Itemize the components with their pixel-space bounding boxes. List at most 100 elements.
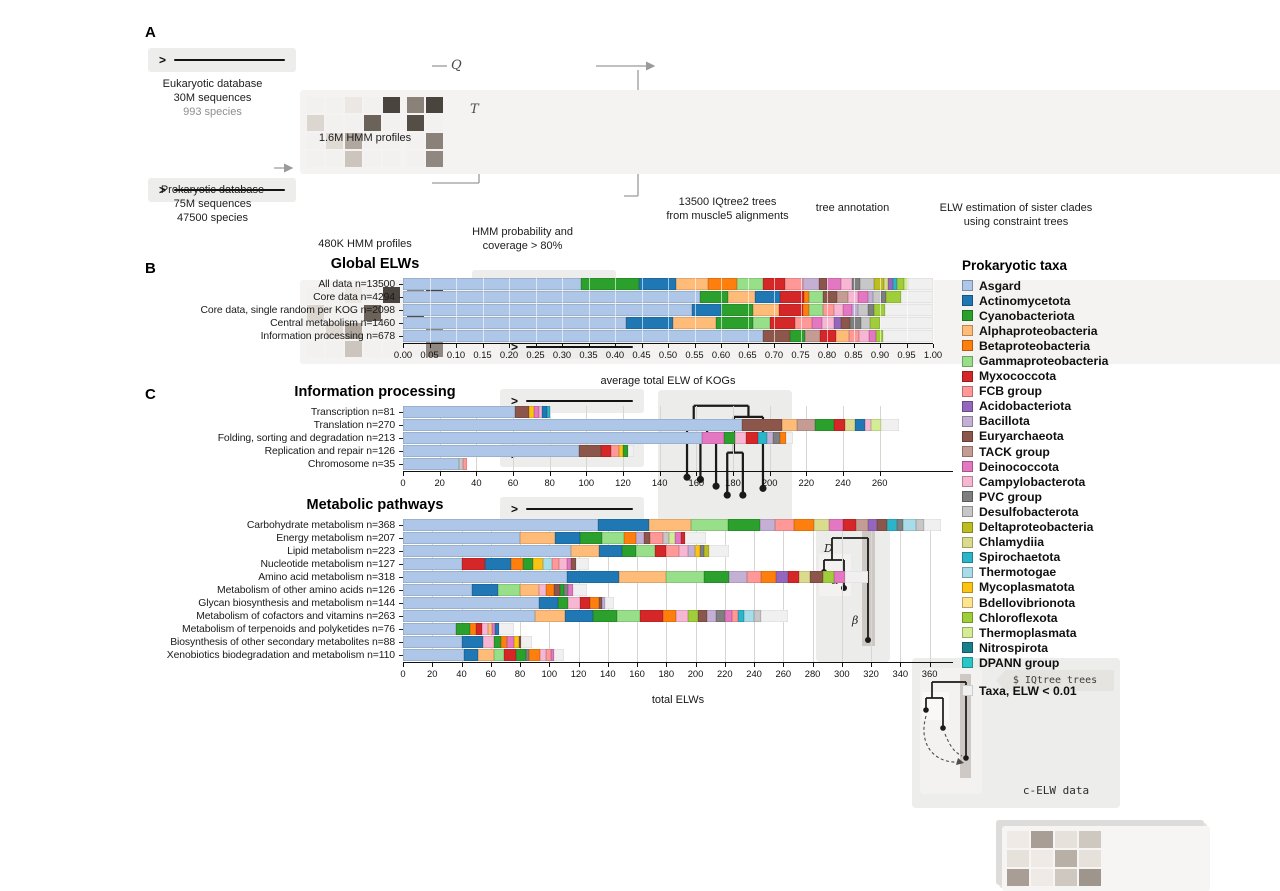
bar-segment-pvc-group (897, 519, 904, 531)
legend-item-bacillota: Bacillota (962, 414, 1152, 429)
bar-segment-alphaproteobacteria (782, 419, 798, 431)
bar-segment-alphaproteobacteria (571, 545, 599, 557)
x-tick-label: 0.00 (393, 349, 413, 360)
bar-segment-myxococcota (779, 304, 804, 316)
bar-row-metabolism-of-terpenoids-and-polyketides-n-76 (403, 623, 953, 636)
bar-segment-asgard (403, 458, 459, 470)
bar-segment-alphaproteobacteria (728, 291, 755, 303)
x-tick-label: 0.25 (526, 349, 545, 360)
bar-row-information-processing-n-678 (403, 330, 933, 343)
bar-segment-deltaproteobacteria (873, 278, 884, 290)
bar-segment-asgard (403, 532, 521, 544)
x-tick-label: 220 (798, 477, 815, 488)
sequence-line-icon (174, 189, 285, 191)
bar-segment-tack-group (856, 519, 869, 531)
bar-segment-alphaproteobacteria (487, 623, 493, 635)
x-tick-label: 0 (400, 668, 406, 679)
bar-segment-alphaproteobacteria (673, 317, 716, 329)
bar-segment-deinococcota (811, 317, 823, 329)
bar-segment-deinococcota (566, 558, 572, 570)
bar-segment-campylobacterota (676, 610, 689, 622)
legend-item-bdellovibrionota: Bdellovibrionota (962, 595, 1152, 610)
bar-segment-alphaproteobacteria (520, 584, 540, 596)
chart-title: Information processing (294, 384, 456, 400)
legend-swatch-deinococcota (962, 461, 973, 473)
bar-segment-chlamydiia (844, 419, 855, 431)
celw-heatmap-icon (1002, 826, 1210, 891)
bar-segment-taxa-elw-0-01 (882, 330, 933, 342)
x-tick-label: 220 (716, 668, 733, 679)
row-label: Biosynthesis of other secondary metaboli… (145, 636, 403, 649)
bar-segment-desulfobacterota (873, 291, 881, 303)
bar-segment-tack-group (804, 330, 821, 342)
bar-segment-actinomycetota (691, 304, 721, 316)
bar-segment-pvc-group (867, 304, 875, 316)
legend-swatch-bacillota (962, 415, 973, 427)
bar-segment-bacillota (759, 519, 775, 531)
bar-segment-mycoplasmatota (695, 545, 700, 557)
bar-segment-actinomycetota (495, 623, 500, 635)
row-label: Glycan biosynthesis and metabolism n=144 (145, 597, 403, 610)
bar-segment-asgard (403, 571, 567, 583)
x-tick-label: 20 (434, 477, 445, 488)
clade-d-label: D (823, 542, 833, 555)
bar-segment-fcb-group (794, 317, 812, 329)
bar-segment-euryarchaeota (823, 291, 837, 303)
bar-segment-asgard (403, 304, 692, 316)
fasta-gt-icon: > (511, 394, 519, 408)
bar-segment-taxa-elw-0-01 (844, 571, 869, 583)
bar-segment-fcb-group (546, 649, 551, 661)
legend-label: Alphaproteobacteria (979, 323, 1098, 338)
bar-row-translation-n-270 (403, 419, 953, 432)
legend-label: Euryarchaeota (979, 429, 1064, 444)
bar-segment-mycoplasmatota (528, 406, 535, 418)
bar-row-biosynthesis-of-other-secondary-metabolites-n-88 (403, 636, 953, 649)
x-tick-label: 0.30 (552, 349, 572, 360)
chart-title: Global ELWs (330, 256, 420, 272)
bar-segment-bacillota (688, 545, 696, 557)
bar-segment-pvc-group (880, 291, 887, 303)
bar-segment-asgard (403, 419, 743, 431)
bar-segment-taxa-elw-0-01 (761, 610, 788, 622)
x-tick-label: 200 (687, 668, 704, 679)
bar-segment-taxa-elw-0-01 (685, 532, 706, 544)
legend-swatch-myxococcota (962, 370, 973, 382)
x-tick-label: 260 (775, 668, 792, 679)
x-tick-label: 0.40 (605, 349, 625, 360)
x-tick-label: 0.80 (817, 349, 837, 360)
bar-segment-taxa-elw-0-01 (627, 445, 634, 457)
legend-item-actinomycetota: Actinomycetota (962, 293, 1152, 308)
legend-swatch-gammaproteobacteria (962, 355, 973, 367)
row-label: Translation n=270 (145, 419, 403, 432)
hmm2-caption: 480K HMM profiles (318, 238, 412, 250)
x-tick-label: 280 (804, 668, 821, 679)
legend-label: Cyanobacteriota (979, 308, 1075, 323)
bar-row-core-data-single-random-per-kog-n-2098 (403, 304, 933, 317)
legend-footnote-label: Taxa, ELW < 0.01 (979, 683, 1077, 698)
bar-segment-taxa-elw-0-01 (879, 317, 933, 329)
row-label: Chromosome n=35 (145, 458, 403, 471)
legend-label: Mycoplasmatota (979, 580, 1075, 595)
legend-swatch-bdellovibrionota (962, 597, 973, 609)
bar-segment-deinococcota (834, 571, 845, 583)
fasta-gt-icon: > (159, 53, 167, 67)
bar-segment-acidobacteriota (868, 519, 877, 531)
bar-segment-euryarchaeota (809, 571, 823, 583)
bar-segment-cyanobacteriota (522, 558, 534, 570)
bar-segment-deinococcota (701, 432, 724, 444)
x-tick-label: 320 (863, 668, 879, 679)
bar-segment-myxococcota (680, 532, 686, 544)
bar-segment-myxococcota (601, 445, 612, 457)
bar-segment-myxococcota (579, 597, 591, 609)
bar-segment-taxa-elw-0-01 (572, 584, 588, 596)
x-tick-label: 0.55 (685, 349, 704, 360)
bar-segment-myxococcota (476, 623, 482, 635)
bar-segment-campylobacterota (481, 623, 488, 635)
legend-label: PVC group (979, 489, 1042, 504)
bar-segment-fcb-group (849, 330, 860, 342)
bar-segment-spirochaetota (893, 278, 898, 290)
legend-item-thermoplasmata: Thermoplasmata (962, 625, 1152, 640)
bar-segment-cyanobacteriota (493, 636, 501, 648)
bar-segment-gammaproteobacteria (601, 532, 624, 544)
